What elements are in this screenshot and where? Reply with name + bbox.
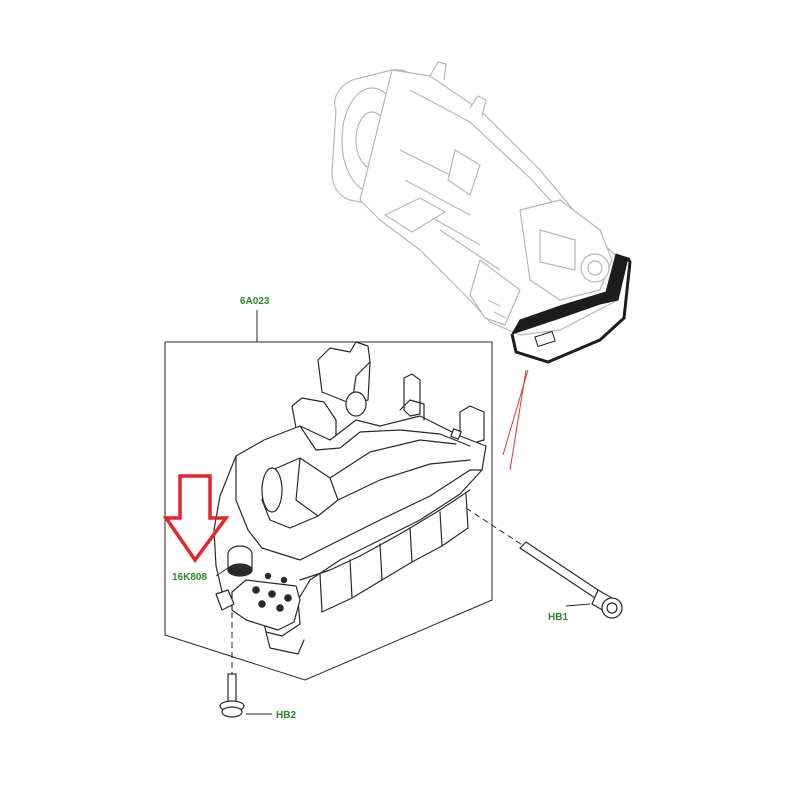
mount-bracket xyxy=(213,341,487,655)
arrow-down-icon xyxy=(162,474,230,564)
assembly-frame xyxy=(164,341,493,681)
transmission-ghost xyxy=(331,61,621,336)
label-insulator: 16K808 xyxy=(172,572,207,583)
label-bolt-short: HB2 xyxy=(276,710,296,721)
location-leader xyxy=(502,369,529,471)
label-assembly: 6A023 xyxy=(240,296,270,307)
label-bolt-long: HB1 xyxy=(548,612,568,623)
cylinder-boss xyxy=(345,391,367,417)
bolt-hb2 xyxy=(219,673,245,718)
callout-leaders xyxy=(215,567,591,715)
crossmember-outline xyxy=(510,253,632,364)
bolt-hb1 xyxy=(519,541,623,619)
insulator-part xyxy=(227,545,253,577)
